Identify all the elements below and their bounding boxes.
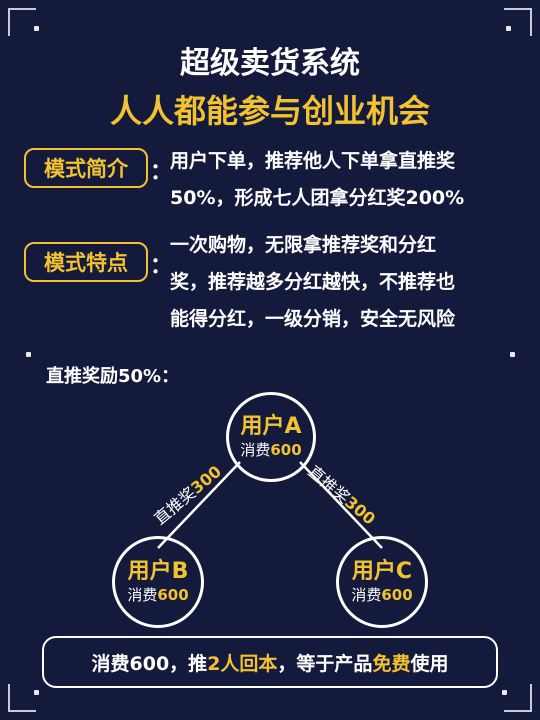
node-user-c: 用户C 消费600 (336, 536, 428, 628)
decor-dot (502, 690, 507, 695)
node-user-c-name: 用户C (351, 559, 413, 584)
connector-a-c (299, 461, 383, 549)
decor-dot (510, 352, 515, 357)
spend-value: 600 (381, 586, 413, 604)
connector-a-b (157, 461, 241, 549)
mode-features-text: 一次购物，无限拿推荐奖和分红 奖，推荐越多分红越快，不推荐也 能得分红，一级分销… (170, 227, 515, 338)
mode-intro-line: 用户下单，推荐他人下单拿直推奖 (170, 150, 456, 172)
decor-dot (26, 352, 31, 357)
decor-dot (34, 26, 39, 31)
mode-intro-colon: ： (150, 160, 173, 185)
mode-features-line: 一次购物，无限拿推荐奖和分红 (170, 234, 437, 256)
page-title: 超级卖货系统 (180, 46, 360, 81)
summary-text: ，等于产品 (277, 652, 373, 675)
frame-corner-bottom-right (504, 684, 532, 712)
frame-corner-bottom-left (8, 684, 36, 712)
summary-highlight: 2人回本 (207, 652, 278, 675)
summary-text: 使用 (410, 652, 449, 675)
mode-intro-text: 用户下单，推荐他人下单拿直推奖 50%，形成七人团拿分红奖200% (170, 143, 515, 217)
spend-value: 600 (157, 586, 189, 604)
node-user-a-spend: 消费600 (240, 440, 301, 460)
spend-label: 消费 (351, 586, 382, 604)
node-user-c-spend: 消费600 (351, 585, 412, 605)
mode-intro-line: 50%，形成七人团拿分红奖200% (170, 187, 465, 209)
node-user-b-spend: 消费600 (127, 585, 188, 605)
node-user-b: 用户B 消费600 (112, 536, 204, 628)
node-user-a: 用户A 消费600 (226, 392, 316, 482)
spend-label: 消费 (127, 586, 158, 604)
mode-intro-tag: 模式简介 (24, 148, 148, 188)
decor-dot (34, 690, 39, 695)
summary-highlight: 免费 (372, 652, 411, 675)
mode-features-line: 能得分红，一级分销，安全无风险 (170, 308, 456, 330)
mode-features-line: 奖，推荐越多分红越快，不推荐也 (170, 271, 456, 293)
diagram-heading: 直推奖励50%： (46, 366, 180, 387)
mode-features-tag: 模式特点 (24, 242, 148, 282)
node-user-a-name: 用户A (240, 414, 302, 439)
frame-corner-top-left (8, 8, 36, 36)
spend-value: 600 (270, 441, 302, 459)
decor-dot (506, 26, 511, 31)
node-user-b-name: 用户B (127, 559, 189, 584)
frame-corner-top-right (504, 8, 532, 36)
summary-text: 消费600，推 (91, 652, 208, 675)
mode-features-colon: ： (150, 254, 173, 279)
spend-label: 消费 (240, 441, 271, 459)
page-subtitle: 人人都能参与创业机会 (109, 92, 430, 130)
